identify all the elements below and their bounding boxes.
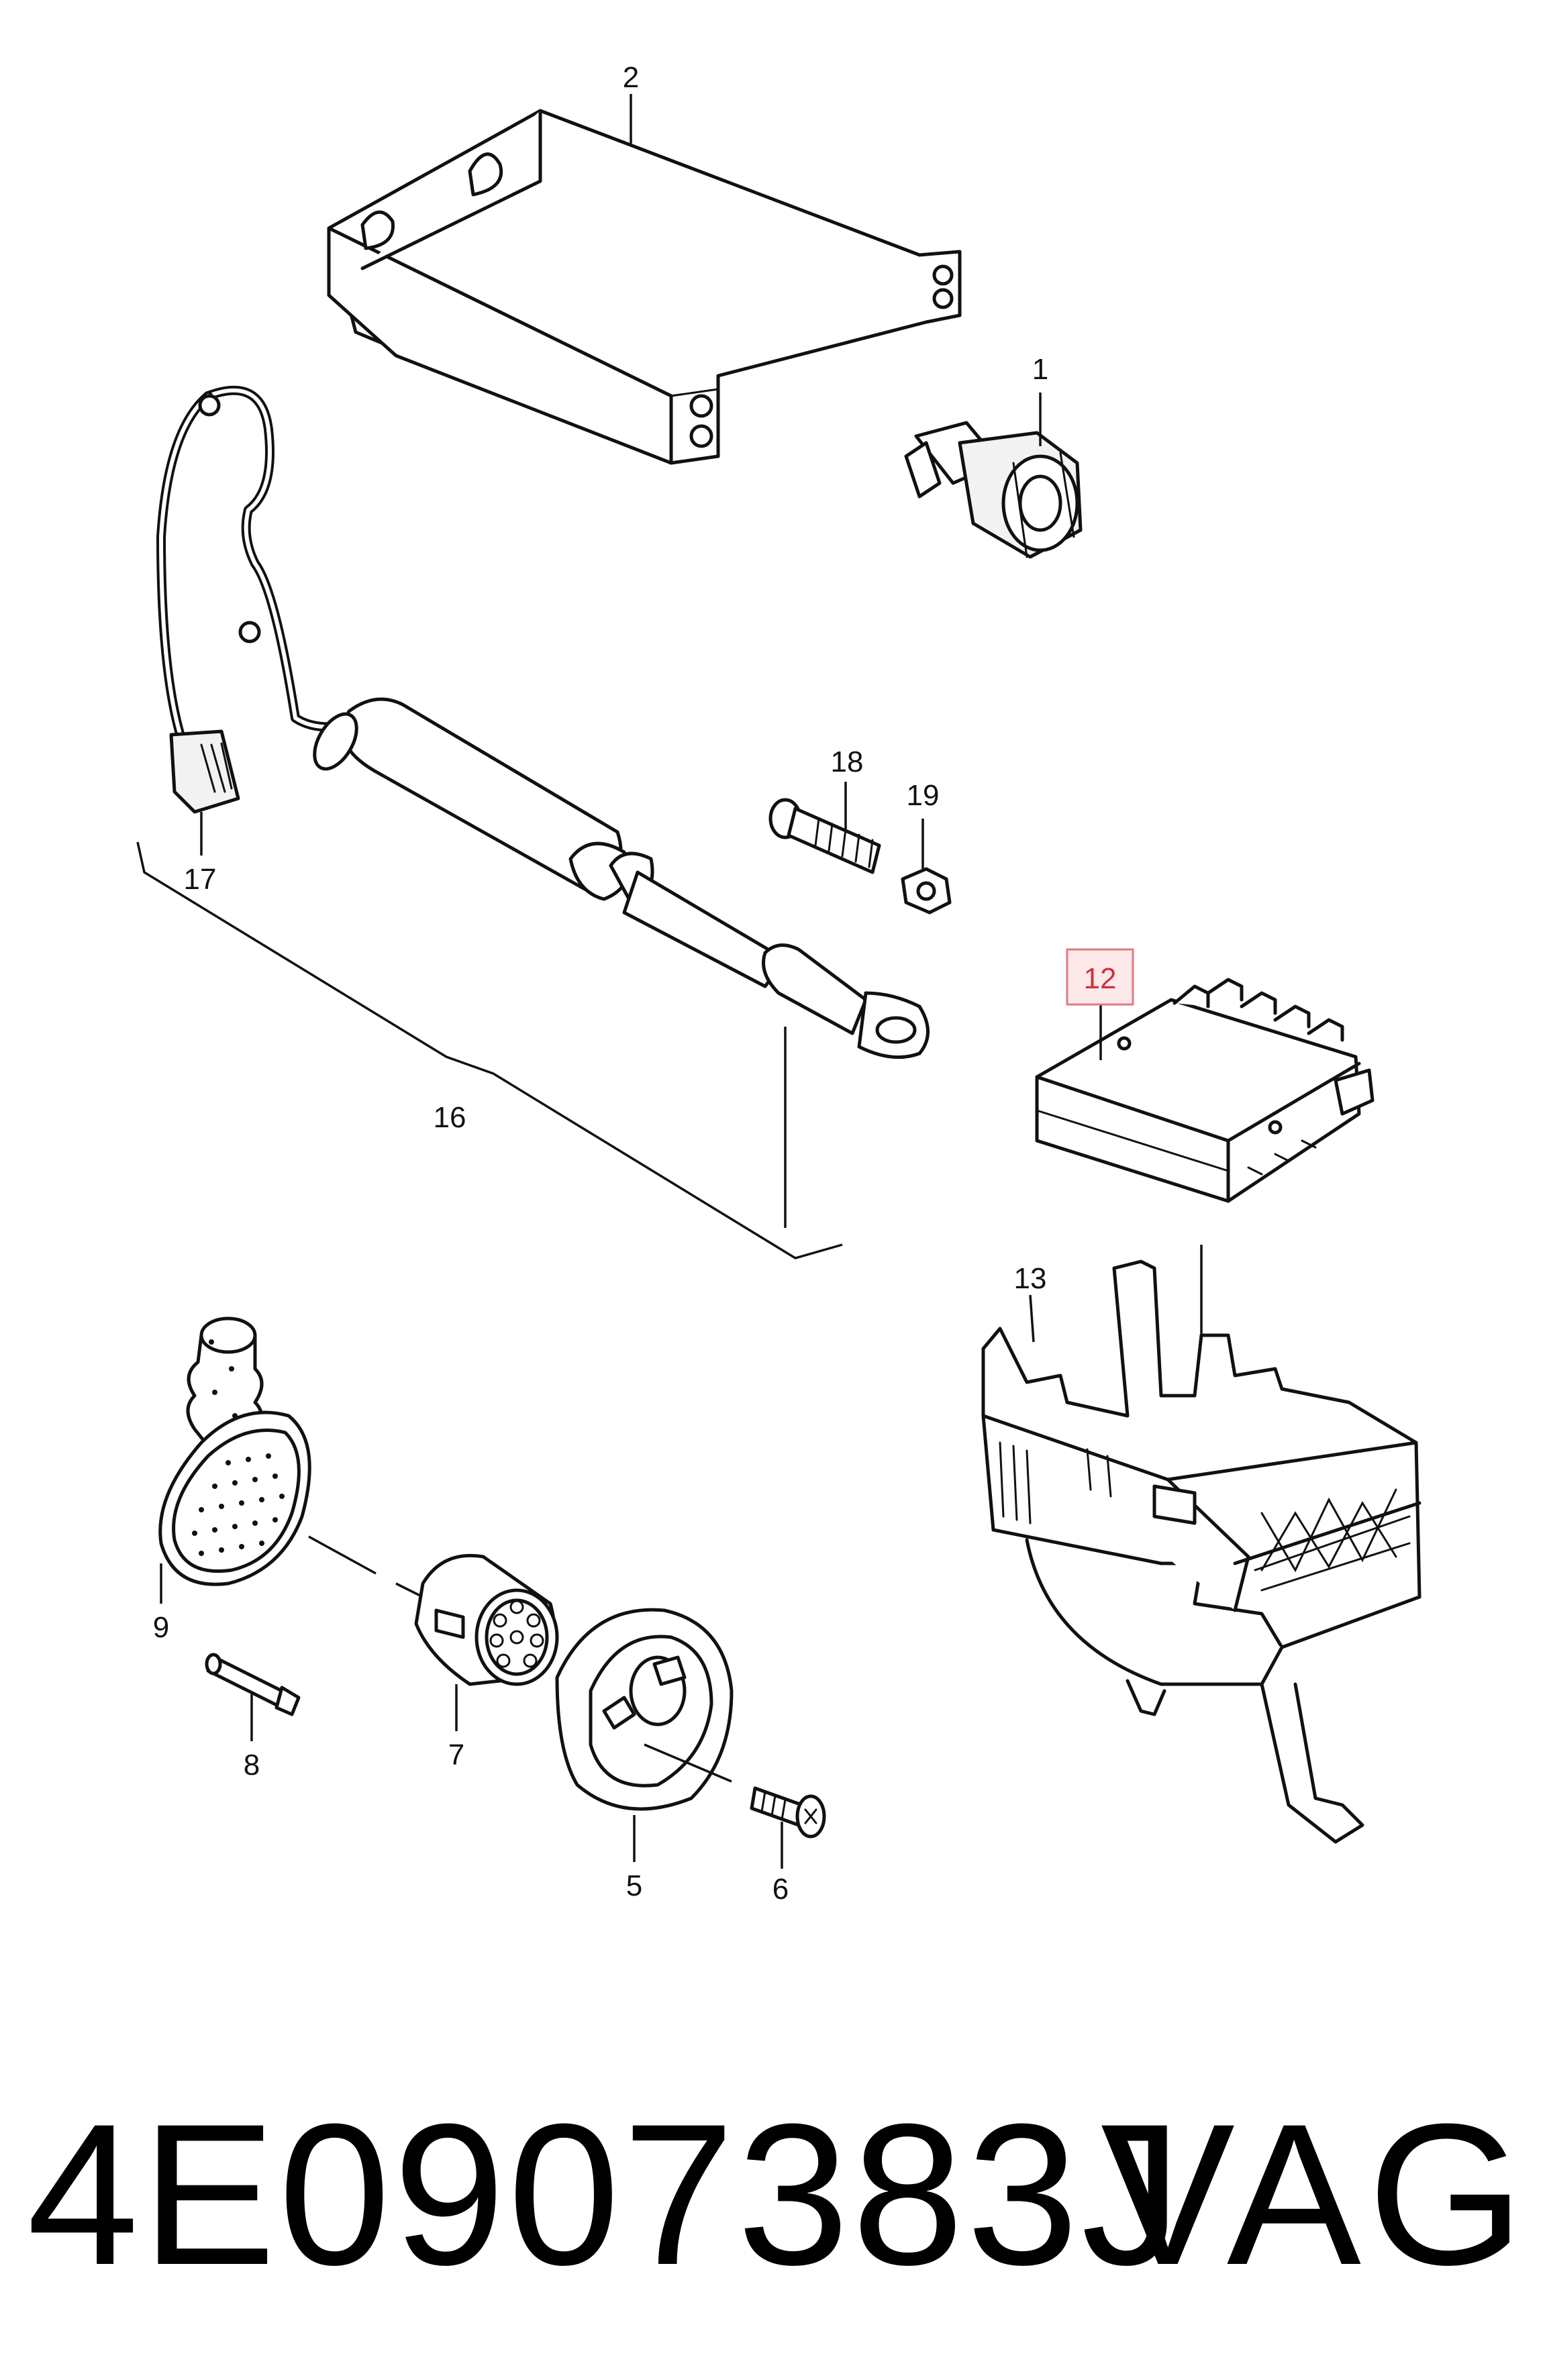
callout-7: 7 [448, 1739, 464, 1771]
footer-caption: 4E0907383J VAG [27, 2073, 1524, 2355]
part-18-bolt[interactable] [768, 782, 881, 874]
part-2-bracket[interactable] [327, 94, 962, 465]
callout-13: 13 [1014, 1262, 1047, 1295]
part-17-wiring[interactable] [156, 385, 354, 856]
callout-19: 19 [907, 779, 940, 812]
callout-12: 12 [1084, 962, 1117, 995]
part-13-holder[interactable] [981, 1259, 1421, 1844]
part-16-actuator[interactable] [136, 697, 930, 1259]
part-8-pin[interactable] [205, 1653, 301, 1741]
part-1-switch[interactable] [904, 393, 1083, 559]
callout-5: 5 [626, 1869, 642, 1902]
callout-1: 1 [1032, 353, 1048, 386]
part-12-control-module[interactable] [1035, 978, 1375, 1443]
part-number: 4E0907383J [27, 2081, 1185, 2307]
part-9-gasket[interactable] [158, 1316, 430, 1604]
callout-6: 6 [772, 1873, 789, 1906]
callout-2: 2 [623, 61, 639, 94]
callout-17: 17 [184, 863, 217, 896]
callout-16: 16 [434, 1101, 466, 1134]
callout-12-highlight [1066, 948, 1134, 1006]
callout-8: 8 [244, 1749, 260, 1781]
part-6-screw[interactable] [750, 1786, 826, 1869]
part-7-connector-insert[interactable] [414, 1553, 559, 1731]
part-5-socket-housing[interactable] [555, 1608, 734, 1862]
callout-18: 18 [831, 745, 864, 778]
brand-name: VAG [1101, 2081, 1532, 2307]
part-19-nut[interactable] [901, 819, 952, 915]
callout-9: 9 [153, 1611, 169, 1644]
